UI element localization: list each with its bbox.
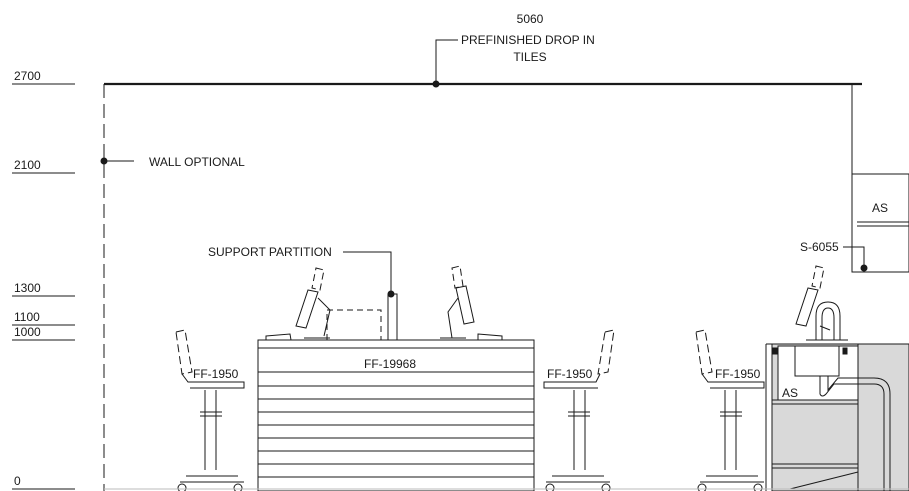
ceiling-leader [435,39,458,84]
level-1000: 1000 [14,325,41,339]
right-wall [851,84,909,175]
support-partition [343,251,398,341]
sink-code-label: S-6055 [800,240,839,254]
monitor-sink [795,265,825,327]
chair-middle [543,329,615,491]
level-1300: 1300 [14,281,41,295]
wall-optional-label: WALL OPTIONAL [149,155,245,169]
chair-left-tag: FF-1950 [193,367,239,381]
chair-left [175,329,245,491]
desk-tag: FF-19968 [364,357,417,371]
ceiling-code: 5060 [516,12,544,26]
sink-cabinet [765,343,909,491]
monitor-right [440,265,503,341]
lower-cabinet-tag: AS [782,386,799,400]
faucet [806,301,848,341]
level-2100: 2100 [14,158,41,172]
level-1100: 1100 [14,310,40,324]
level-lines [12,83,75,490]
level-2700: 2700 [14,69,41,83]
chair-middle-tag: FF-1950 [547,367,593,381]
desk-ff-19968 [257,339,535,491]
upper-cabinet [851,173,909,273]
monitor-left [265,267,331,341]
upper-cabinet-tag: AS [872,201,889,215]
chair-right [695,329,765,491]
chair-right-tag: FF-1950 [715,367,761,381]
support-partition-label: SUPPORT PARTITION [208,245,332,259]
ceiling-description-line1: PREFINISHED DROP IN [461,33,595,47]
level-0: 0 [14,474,21,488]
ceiling-description-line2: TILES [513,50,547,64]
